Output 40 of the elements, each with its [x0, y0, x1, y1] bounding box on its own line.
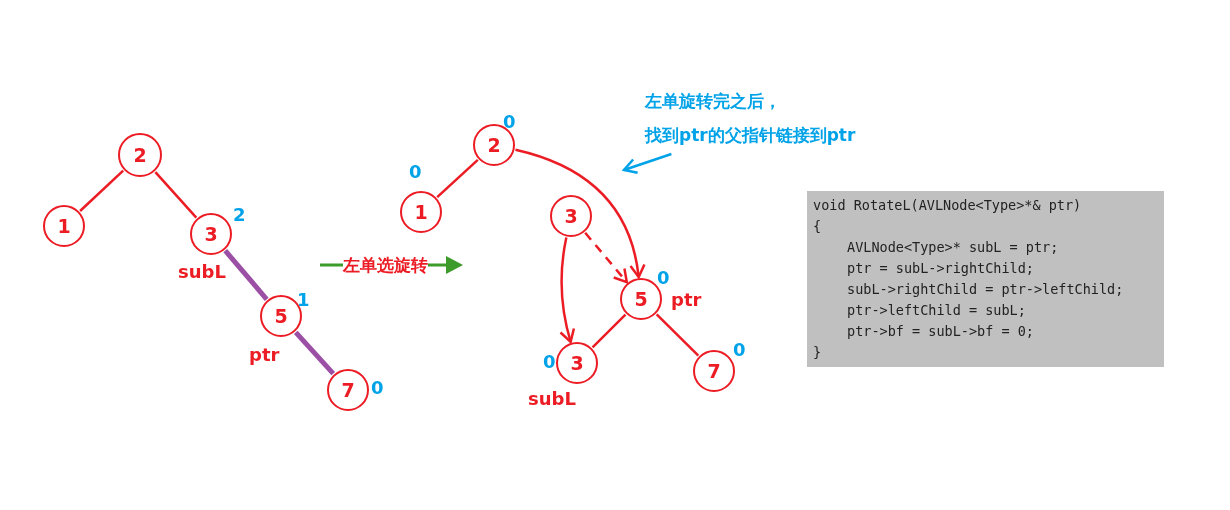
code-line: subL->rightChild = ptr->leftChild; — [847, 280, 1124, 299]
code-line: AVLNode<Type>* subL = ptr; — [847, 238, 1059, 257]
arrow — [559, 237, 576, 344]
balance-factor: 0 — [409, 162, 422, 182]
tree-node: 3 — [550, 195, 592, 237]
tree-node: 3 — [556, 342, 598, 384]
code-line: ptr = subL->rightChild; — [847, 259, 1034, 278]
tree-edge — [293, 330, 336, 376]
tree-edge — [655, 313, 700, 357]
balance-factor: 0 — [543, 352, 556, 372]
tree-node: 2 — [118, 133, 162, 177]
tree-node: 3 — [190, 213, 232, 255]
pointer-label: subL — [178, 262, 226, 282]
annotation-text: 找到ptr的父指针链接到ptr — [645, 124, 856, 147]
balance-factor: 0 — [371, 378, 384, 398]
code-line: void RotateL(AVLNode<Type>*& ptr) — [813, 196, 1082, 215]
annotation-text: 左单旋转完之后， — [645, 90, 781, 113]
code-line: { — [813, 217, 822, 236]
code-line: } — [813, 343, 822, 362]
code-block — [807, 191, 1164, 367]
arrow — [584, 232, 629, 284]
tree-node: 7 — [693, 350, 735, 392]
tree-edge — [154, 171, 198, 219]
balance-factor: 0 — [733, 340, 746, 360]
code-line: ptr->leftChild = subL; — [847, 301, 1026, 320]
code-line: ptr->bf = subL->bf = 0; — [847, 322, 1034, 341]
tree-node: 1 — [400, 191, 442, 233]
arrow — [622, 152, 672, 175]
tree-edge — [223, 249, 269, 301]
balance-factor: 2 — [233, 205, 246, 225]
pointer-label: ptr — [249, 345, 280, 365]
transform-label: 左单选旋转 — [343, 255, 428, 275]
pointer-label: ptr — [671, 290, 702, 310]
tree-node: 1 — [43, 205, 85, 247]
tree-edge — [591, 313, 627, 349]
arrow — [515, 148, 646, 279]
tree-edge — [79, 169, 125, 212]
tree-edge — [436, 158, 479, 199]
pointer-label: subL — [528, 389, 576, 409]
tree-node: 7 — [327, 369, 369, 411]
